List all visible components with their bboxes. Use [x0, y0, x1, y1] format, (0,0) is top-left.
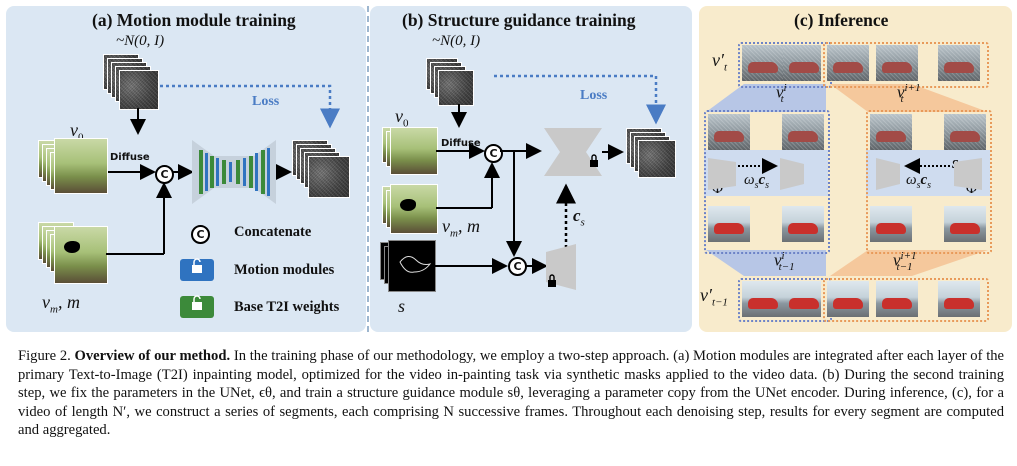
- panel-a-title: (a) Motion module training: [92, 10, 296, 30]
- output-car-frame: [742, 281, 784, 317]
- caption-fig-label: Figure 2.: [18, 348, 71, 364]
- v0-label: v0: [395, 106, 409, 130]
- predicted-noise-frame: [308, 156, 350, 198]
- noisy-car-frame: [827, 45, 869, 81]
- vm-m-label: vm, m: [42, 292, 80, 316]
- segment-i1-box-bottom: [823, 278, 989, 322]
- caption-title: Overview of our method.: [74, 348, 231, 364]
- noisy-car-frame: [783, 45, 821, 81]
- noisy-car-frame: [742, 45, 784, 81]
- noise-distribution-label: ~N(0, I): [116, 33, 165, 49]
- sketch-label: s: [398, 296, 406, 316]
- masked-bird-video-frame: [390, 184, 438, 234]
- noisy-car-frame: [708, 114, 750, 150]
- denoised-car-frame: [782, 206, 824, 242]
- omega-cs-label: ωscs: [906, 172, 932, 191]
- cs-label: cs: [573, 206, 585, 229]
- legend-concat-icon: C: [191, 225, 210, 244]
- figure-caption: Figure 2. Overview of our method. In the…: [18, 347, 1004, 440]
- segment-i1-box: [866, 110, 992, 254]
- panel-divider: [367, 6, 369, 332]
- diffuse-label: Diffuse: [110, 152, 150, 163]
- phi-label: Φ: [966, 181, 977, 197]
- noisy-car-frame: [938, 45, 980, 81]
- segment-i1-box-top: [823, 42, 989, 88]
- caption-text: In the training phase of our methodology…: [18, 348, 1005, 439]
- loss-label: Loss: [252, 94, 280, 109]
- denoised-car-frame: [870, 206, 912, 242]
- noisy-car-frame: [782, 114, 824, 150]
- denoised-car-frame: [944, 206, 986, 242]
- legend-concatenate: Concatenate: [234, 224, 312, 240]
- omega-cs-label: ωscs: [744, 172, 770, 191]
- noise-distribution-label: ~N(0, I): [432, 33, 481, 49]
- denoised-car-frame: [708, 206, 750, 242]
- diffuse-label: Diffuse: [441, 138, 481, 149]
- vt-prime-label: v′t: [712, 50, 727, 74]
- bird-video-frame: [390, 127, 438, 175]
- vt-i-label: vit: [776, 82, 787, 106]
- noisy-car-frame: [876, 45, 918, 81]
- vt-i1-label: vi+1t: [897, 82, 921, 106]
- vt1-i-label: vit−1: [774, 250, 795, 274]
- output-car-frame: [783, 281, 821, 317]
- panel-c-title: (c) Inference: [794, 10, 889, 30]
- noise-frame: [119, 70, 159, 110]
- panel-b-title: (b) Structure guidance training: [402, 10, 636, 30]
- output-car-frame: [827, 281, 869, 317]
- legend-motion-modules: Motion modules: [234, 262, 335, 278]
- segment-i-box: [704, 110, 830, 254]
- legend-base-weights: Base T2I weights: [234, 299, 340, 315]
- vt1-prime-label: v′t−1: [700, 285, 728, 309]
- phi-label: Φ: [712, 181, 723, 197]
- output-car-frame: [938, 281, 980, 317]
- output-car-frame: [876, 281, 918, 317]
- bird-video-frame: [54, 138, 108, 194]
- loss-label: Loss: [580, 88, 608, 103]
- vm-m-label: vm, m: [442, 216, 480, 240]
- predicted-noise-frame: [638, 140, 676, 178]
- noisy-car-frame: [944, 114, 986, 150]
- masked-bird-video-frame: [54, 226, 108, 284]
- noise-frame: [438, 70, 474, 106]
- noisy-car-frame: [870, 114, 912, 150]
- v0-label: v0: [70, 120, 84, 144]
- vt1-i1-label: vi+1t−1: [893, 250, 917, 274]
